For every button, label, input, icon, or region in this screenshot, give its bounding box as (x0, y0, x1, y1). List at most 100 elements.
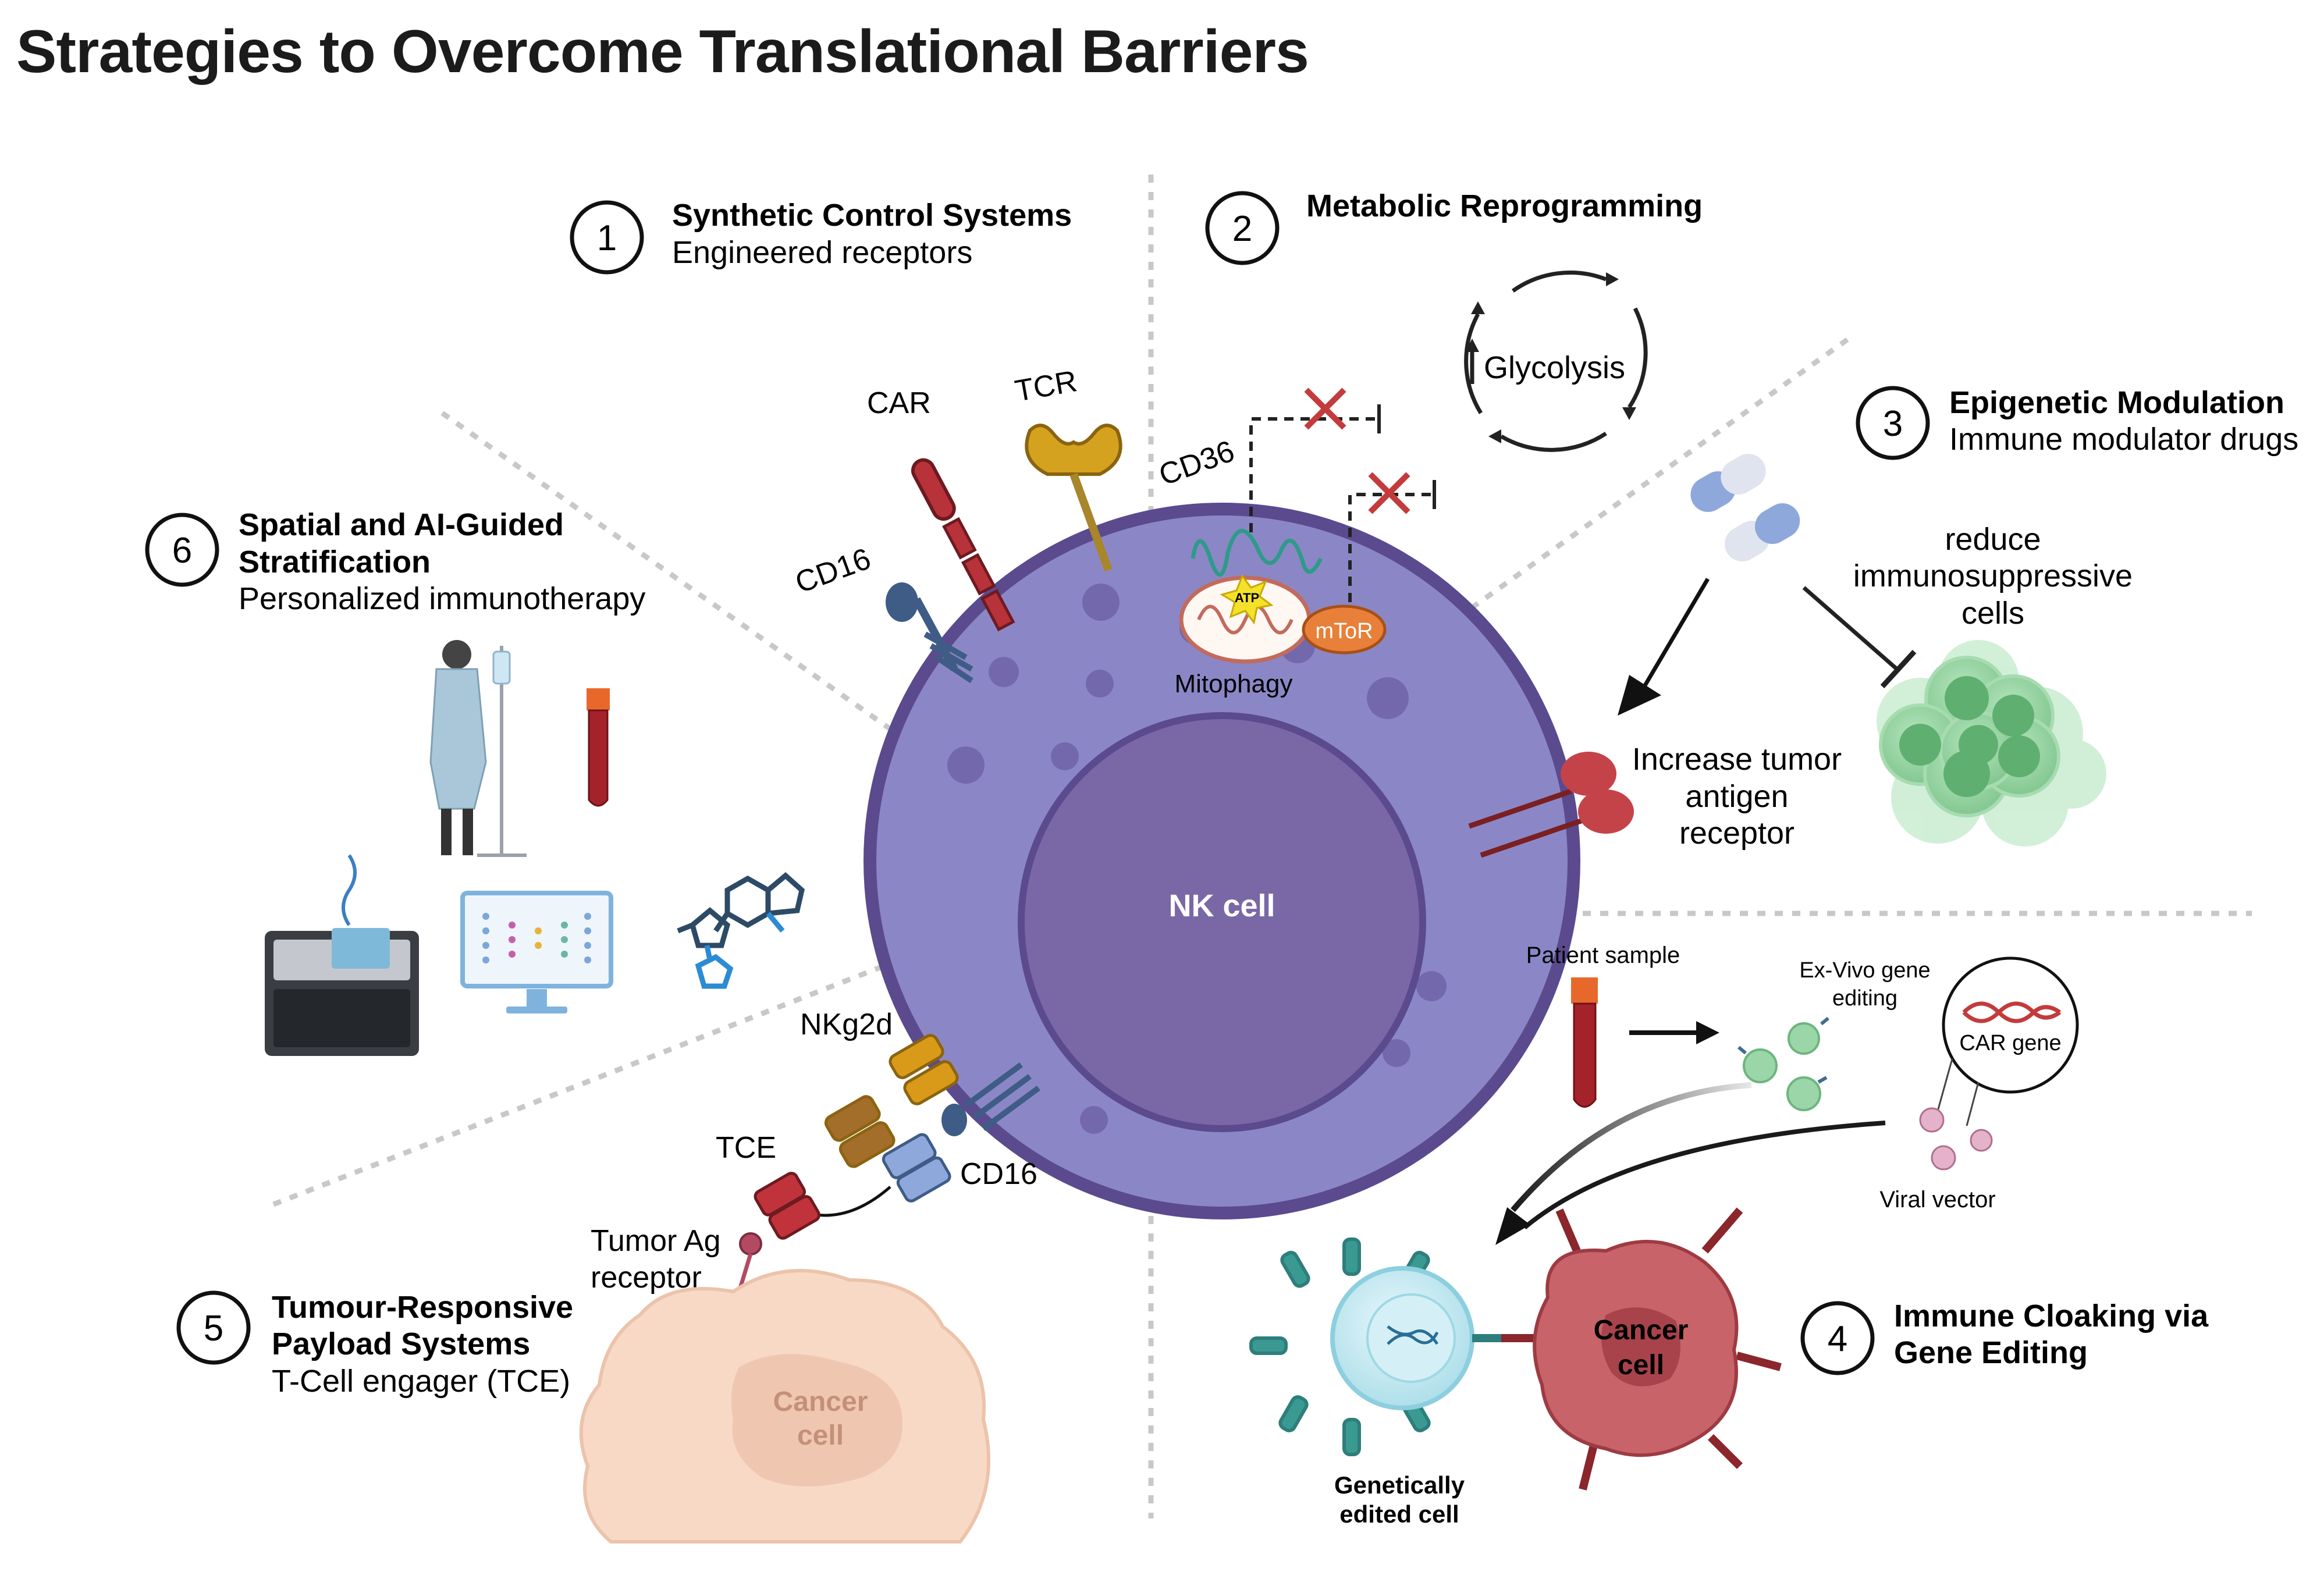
mtor-label: mToR (1315, 619, 1373, 643)
mitophagy-label: Mitophagy (1174, 670, 1292, 698)
cancer-cell-left-line2: cell (797, 1420, 844, 1451)
reduce-line3: cells (1961, 596, 2024, 631)
section-6-heading-line2: Stratification (239, 545, 431, 579)
tcr-label: TCR (1012, 364, 1079, 408)
ai-monitor-icon (460, 891, 613, 1013)
sequencer-icon (265, 854, 419, 1056)
section-5-number-circle (176, 1290, 251, 1365)
section-2-number-circle (1205, 191, 1280, 265)
up-arrow-icon (1465, 339, 1479, 352)
dna-strand-icon (342, 854, 357, 926)
exvivo-cells-icon (1737, 1016, 1829, 1111)
cd16-receptor-bottom (882, 1062, 1040, 1203)
car-receptor: CAR (867, 386, 1015, 632)
exvivo-line1: Ex-Vivo gene (1799, 958, 1930, 983)
car-gene-label: CAR gene (1959, 1031, 2061, 1055)
reduce-line1: reduce (1945, 522, 2041, 557)
section-3-heading: Epigenetic Modulation (1949, 385, 2284, 420)
section-4-header: 4 Immune Cloaking via Gene Editing (1800, 1299, 2209, 1375)
tumor-ag-line1: Tumor Ag (591, 1224, 721, 1258)
section-5-number: 5 (204, 1308, 223, 1349)
section-3-header: 3 Epigenetic Modulation Immune modulator… (1856, 385, 2298, 460)
immunosuppressive-cells-cluster (1877, 640, 2106, 847)
car-label: CAR (867, 386, 931, 420)
nk-cell: NK cell (863, 503, 1580, 1219)
cancer-cell-right-line1: Cancer (1594, 1315, 1689, 1346)
reduce-line2: immunosuppressive (1853, 559, 2133, 593)
blood-tube-icon-left (587, 688, 610, 807)
exvivo-line2: editing (1832, 986, 1897, 1011)
section-dividers (272, 175, 2252, 1518)
car-gene-inset: CAR gene (1936, 956, 2079, 1126)
section-5-heading-line2: Payload Systems (272, 1326, 530, 1361)
divider-upper-right (1441, 335, 1852, 631)
section-6-subtitle: Personalized immunotherapy (239, 581, 645, 616)
viral-vector-icon (1919, 1107, 1993, 1171)
cancer-cell-right-line2: cell (1618, 1350, 1664, 1381)
edit-arrow-top (1511, 1082, 1752, 1212)
atp-label: ATP (1235, 591, 1259, 605)
glycolysis-label: Glycolysis (1484, 350, 1625, 385)
viral-vector-label: Viral vector (1879, 1187, 1995, 1212)
inhibition-x-icon (1304, 387, 1346, 430)
inhibition-x-icon-2 (1368, 472, 1410, 514)
divider-lower-left (272, 963, 886, 1207)
nk-cell-nucleus (1018, 712, 1426, 1132)
edited-cell-line1: Genetically (1334, 1471, 1465, 1499)
section-3-number: 3 (1883, 404, 1903, 444)
section-4-heading-line2: Gene Editing (1894, 1335, 2088, 1370)
edit-arrow-bottom (1523, 1121, 1886, 1230)
tumor-antigen-receptor (1468, 752, 1634, 858)
mitochondrion: ATP Mitophagy (1174, 574, 1312, 698)
increase-line2: antigen (1685, 779, 1788, 814)
section-6-header: 6 Spatial and AI-Guided Stratification P… (145, 507, 645, 616)
section-1-number: 1 (597, 218, 617, 258)
increase-arrowhead-icon (1618, 675, 1661, 716)
section-1-header: 1 Synthetic Control Systems Engineered r… (570, 198, 1072, 275)
section-4-number: 4 (1828, 1319, 1847, 1359)
nkg2d-label: NKg2d (800, 1008, 893, 1041)
patient-sample-label: Patient sample (1526, 943, 1680, 968)
section-1-number-circle (570, 200, 644, 275)
section-5-header: 5 Tumour-Responsive Payload Systems T-Ce… (176, 1290, 573, 1399)
atp-burst-icon (1220, 574, 1274, 625)
tce-molecule (728, 1172, 891, 1322)
increase-line3: receptor (1679, 816, 1794, 851)
nk-cell-label: NK cell (1168, 888, 1275, 923)
increase-arrow (1639, 578, 1710, 694)
edited-cell-line2: edited cell (1339, 1500, 1459, 1528)
section-6-heading-line1: Spatial and AI-Guided (239, 507, 564, 542)
patient-iv-icon (429, 640, 527, 857)
section-4-heading-line1: Immune Cloaking via (1894, 1299, 2209, 1333)
section-3-number-circle (1856, 386, 1930, 460)
nkg2d-receptor (824, 1034, 959, 1168)
cancer-cell-left-line1: Cancer (773, 1386, 868, 1417)
reduce-inhibit-line (1802, 586, 1899, 671)
drug-molecule-icon (677, 872, 805, 989)
cancer-cell-right: Cancer cell (1501, 1207, 1782, 1491)
cd16-top-label: CD16 (791, 542, 875, 600)
section-6-number-circle (145, 513, 219, 587)
divider-upper-left (440, 411, 898, 735)
section-2-heading: Metabolic Reprogramming (1306, 189, 1703, 223)
glycolysis-cycle: Glycolysis (1464, 271, 1648, 452)
cd16-receptor-top: CD16 (791, 542, 973, 684)
increase-line1: Increase tumor (1632, 742, 1842, 777)
tce-label: TCE (716, 1131, 776, 1165)
cancer-cell-left: Cancer cell (579, 1269, 990, 1544)
section-2-header: 2 Metabolic Reprogramming (1205, 189, 1703, 265)
section-5-heading-line1: Tumour-Responsive (272, 1290, 573, 1325)
genetically-edited-cell (1249, 1237, 1536, 1456)
dna-helix-icon (1387, 1325, 1439, 1345)
cd16-bottom-label: CD16 (960, 1157, 1037, 1191)
cd36-label: CD36 (1154, 434, 1239, 492)
pill-capsules-icon (1690, 453, 1800, 561)
section-1-subtitle: Engineered receptors (672, 235, 972, 270)
section-5-subtitle: T-Cell engager (TCE) (272, 1364, 570, 1399)
blood-tube-icon-right (1571, 977, 1598, 1108)
section-3-subtitle: Immune modulator drugs (1949, 422, 2298, 457)
section-6-number: 6 (172, 531, 192, 571)
section-4-number-circle (1800, 1301, 1875, 1375)
